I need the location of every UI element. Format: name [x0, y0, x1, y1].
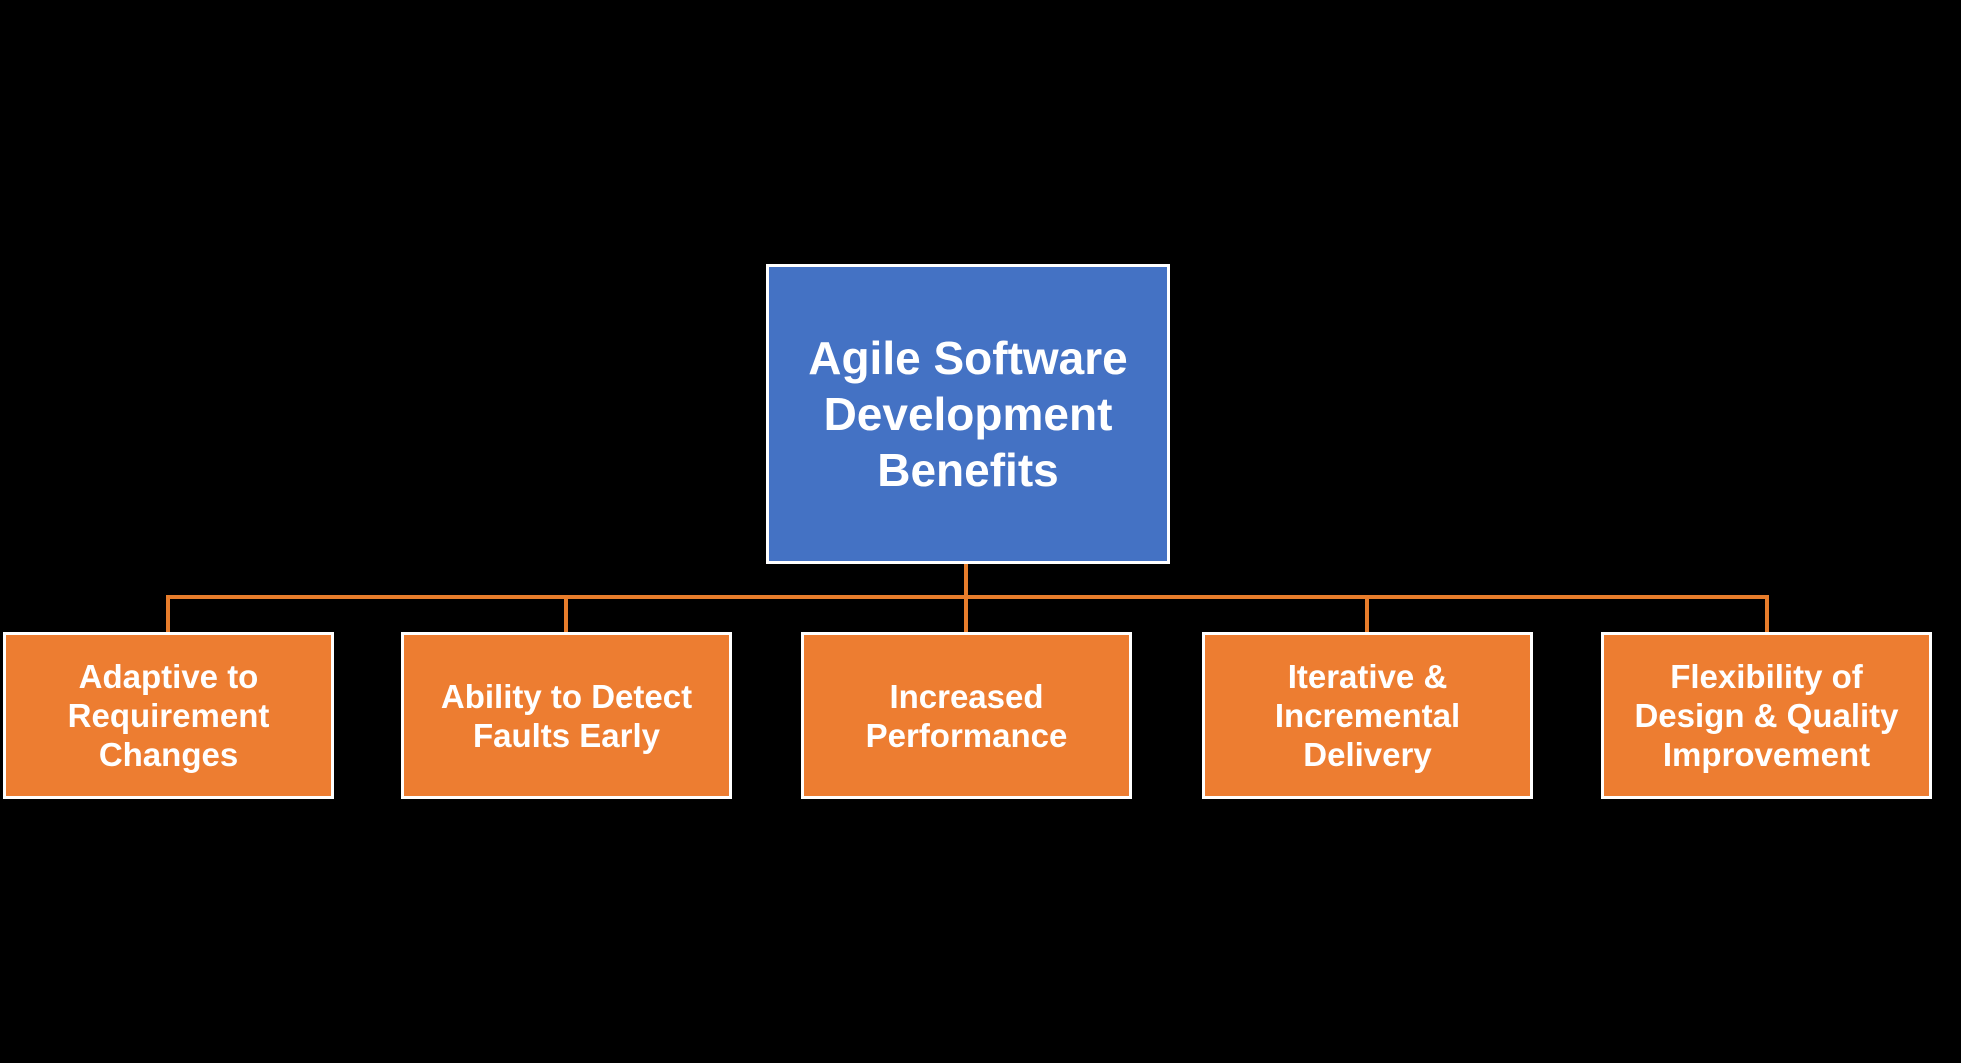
connector-stub-5 — [1765, 595, 1769, 632]
connector-horizontal-line — [166, 595, 1769, 599]
node-label: Adaptive to Requirement Changes — [67, 658, 270, 773]
node-label: Iterative & Incremental Delivery — [1274, 658, 1461, 773]
connector-stub-1 — [166, 595, 170, 632]
node-ability-to-detect-faults-early: Ability to Detect Faults Early — [401, 632, 732, 799]
node-adaptive-to-requirement-changes: Adaptive to Requirement Changes — [3, 632, 334, 799]
connector-stub-4 — [1365, 595, 1369, 632]
node-label: Ability to Detect Faults Early — [440, 677, 693, 754]
node-flexibility-design-quality-improvement: Flexibility of Design & Quality Improvem… — [1601, 632, 1932, 799]
node-root-agile-benefits: Agile Software Development Benefits — [766, 264, 1170, 564]
node-label: Flexibility of Design & Quality Improvem… — [1634, 658, 1899, 773]
node-root-label: Agile Software Development Benefits — [808, 332, 1128, 496]
node-increased-performance: Increased Performance — [801, 632, 1132, 799]
node-label: Increased Performance — [865, 677, 1068, 754]
connector-stub-2 — [564, 595, 568, 632]
node-iterative-incremental-delivery: Iterative & Incremental Delivery — [1202, 632, 1533, 799]
